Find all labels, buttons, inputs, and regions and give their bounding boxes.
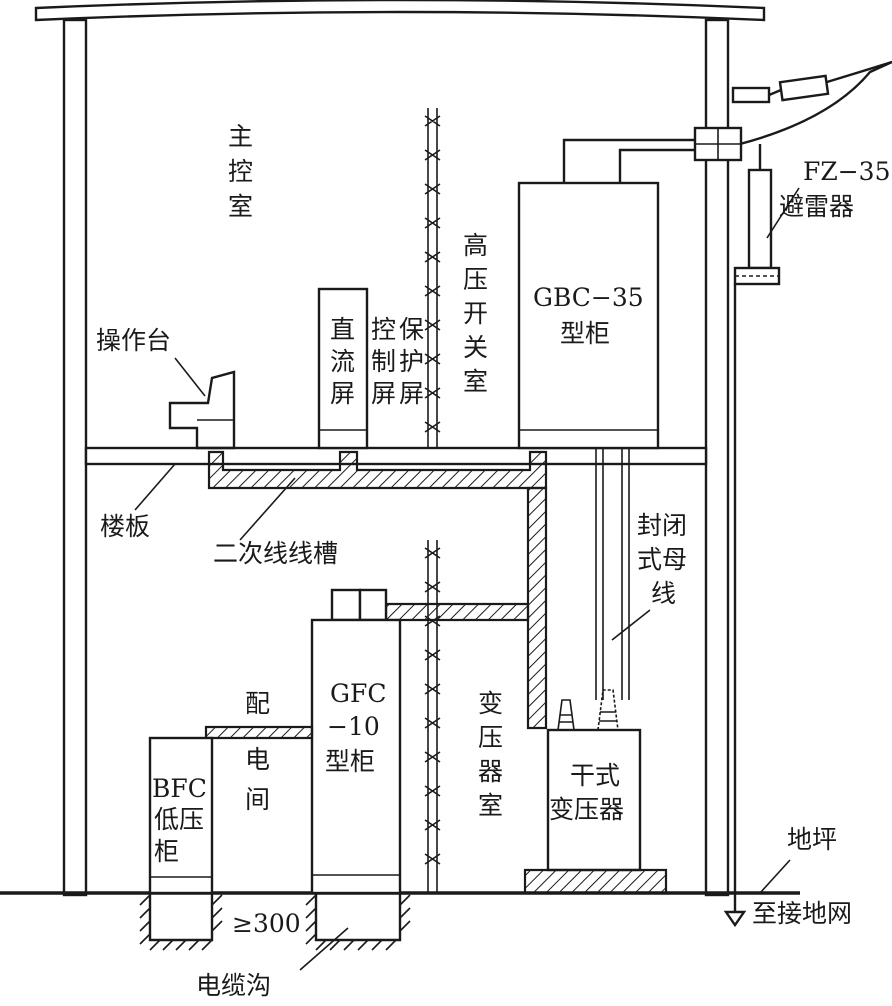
enclosed-bus-label-2: 式母 xyxy=(637,545,687,574)
distribution-room-label-2: 电 xyxy=(245,745,270,774)
ground-arrow xyxy=(723,910,747,928)
bfc-name-label-2: 柜 xyxy=(154,837,179,866)
dry-transformer-label-1: 干式 xyxy=(570,761,620,790)
cable-trench-leader xyxy=(299,927,349,971)
cable-trench-right xyxy=(314,893,402,942)
dc-panel-label-3: 屏 xyxy=(330,379,355,408)
lower-floor: GFC −10 型柜 配 电 间 BFC 低压 柜 变 压 器 室 封闭 式母 … xyxy=(148,448,852,928)
main-control-room-label-2: 控 xyxy=(228,157,253,186)
main-control-room-label-1: 主 xyxy=(228,122,253,151)
fz-35-arrester xyxy=(747,168,773,270)
hv-switch-room-label-3: 开 xyxy=(463,299,488,328)
bfc-low-voltage-cabinet xyxy=(148,736,214,895)
wall-insulator xyxy=(731,86,771,104)
console xyxy=(168,370,236,450)
hv-switch-room-label-1: 高 xyxy=(463,231,488,260)
ground-level-label: 地坪 xyxy=(787,825,837,854)
main-control-room-label-3: 室 xyxy=(228,192,253,221)
cable-trench-left xyxy=(148,893,214,942)
gbc-35-cabinet xyxy=(517,181,660,450)
arrester-leader xyxy=(766,187,800,239)
control-panel-label-2: 制 xyxy=(371,347,396,376)
hv-switch-room-label-4: 关 xyxy=(463,333,488,362)
external-line: FZ−35 避雷器 xyxy=(693,60,892,928)
gfc-model-label-2: −10 xyxy=(327,712,380,741)
protection-panel-label-1: 保 xyxy=(399,315,424,344)
transformer-base xyxy=(523,868,668,895)
console-leader xyxy=(174,357,206,397)
protection-panel-label-2: 护 xyxy=(399,347,424,376)
line-insulator xyxy=(778,74,830,102)
dc-panel-label-2: 流 xyxy=(330,347,355,376)
enclosed-bus-leader xyxy=(611,609,651,641)
dc-panel-label-1: 直 xyxy=(330,315,355,344)
transformer-room-label-1: 变 xyxy=(478,689,503,718)
lower-partition-wall xyxy=(424,540,441,893)
transformer-room-label-2: 压 xyxy=(478,723,503,752)
enclosed-bus-label-3: 线 xyxy=(651,579,676,608)
floor-slab-label: 楼板 xyxy=(100,512,150,541)
upper-floor: 主 控 室 操作台 直 流 屏 控 制 屏 保 护 屏 高 压 开 关 xyxy=(96,108,718,450)
arrester-label: 避雷器 xyxy=(779,192,854,221)
gfc-top-box-2 xyxy=(358,588,388,622)
dry-transformer-label-2: 变压器 xyxy=(549,795,624,824)
gfc-10-cabinet xyxy=(310,618,402,895)
secondary-trough-label: 二次线线槽 xyxy=(213,539,338,568)
distribution-room-label-3: 间 xyxy=(245,785,270,814)
bfc-model-label: BFC xyxy=(152,774,207,803)
secondary-trough-leader xyxy=(239,477,296,541)
gfc-top-box-1 xyxy=(330,588,362,622)
protection-panel-label-3: 屏 xyxy=(399,379,424,408)
grounding-grid-label: 至接地网 xyxy=(752,899,852,928)
floor-slab xyxy=(84,446,708,466)
left-wall xyxy=(62,18,88,897)
hv-switch-room-label-5: 室 xyxy=(463,367,488,396)
cable-trench-label: 电缆沟 xyxy=(196,971,271,1000)
transformer-room-label-4: 室 xyxy=(478,791,503,820)
roof xyxy=(34,0,766,22)
control-panel-label-1: 控 xyxy=(371,315,396,344)
gbc-cabinet-label: 型柜 xyxy=(560,319,610,348)
gbc-model-label: GBC−35 xyxy=(533,283,644,312)
bfc-name-label-1: 低压 xyxy=(154,805,204,834)
gfc-cabinet-label: 型柜 xyxy=(325,747,375,776)
control-panel-label-3: 屏 xyxy=(371,379,396,408)
enclosed-busbar xyxy=(595,448,630,700)
cable-trenches: ≥300 电缆沟 xyxy=(139,893,411,1000)
upper-partition-wall xyxy=(424,108,441,448)
fz-model-label: FZ−35 xyxy=(803,157,890,186)
gfc-model-label-1: GFC xyxy=(330,679,386,708)
transformer-room-label-3: 器 xyxy=(478,757,503,786)
console-label: 操作台 xyxy=(96,326,171,355)
enclosed-bus-label-1: 封闭 xyxy=(637,511,687,540)
min-spacing-label: ≥300 xyxy=(232,909,301,938)
distribution-room-label-1: 配 xyxy=(245,689,270,718)
low-voltage-tray xyxy=(204,725,314,740)
dry-type-transformer xyxy=(546,728,642,872)
floor-slab-leader xyxy=(134,463,176,511)
building-structure xyxy=(0,0,800,897)
dc-panel xyxy=(317,287,369,450)
ground-level-leader xyxy=(759,859,791,894)
transformer-bushing-right xyxy=(597,689,619,731)
hv-switch-room-label-2: 压 xyxy=(463,265,488,294)
